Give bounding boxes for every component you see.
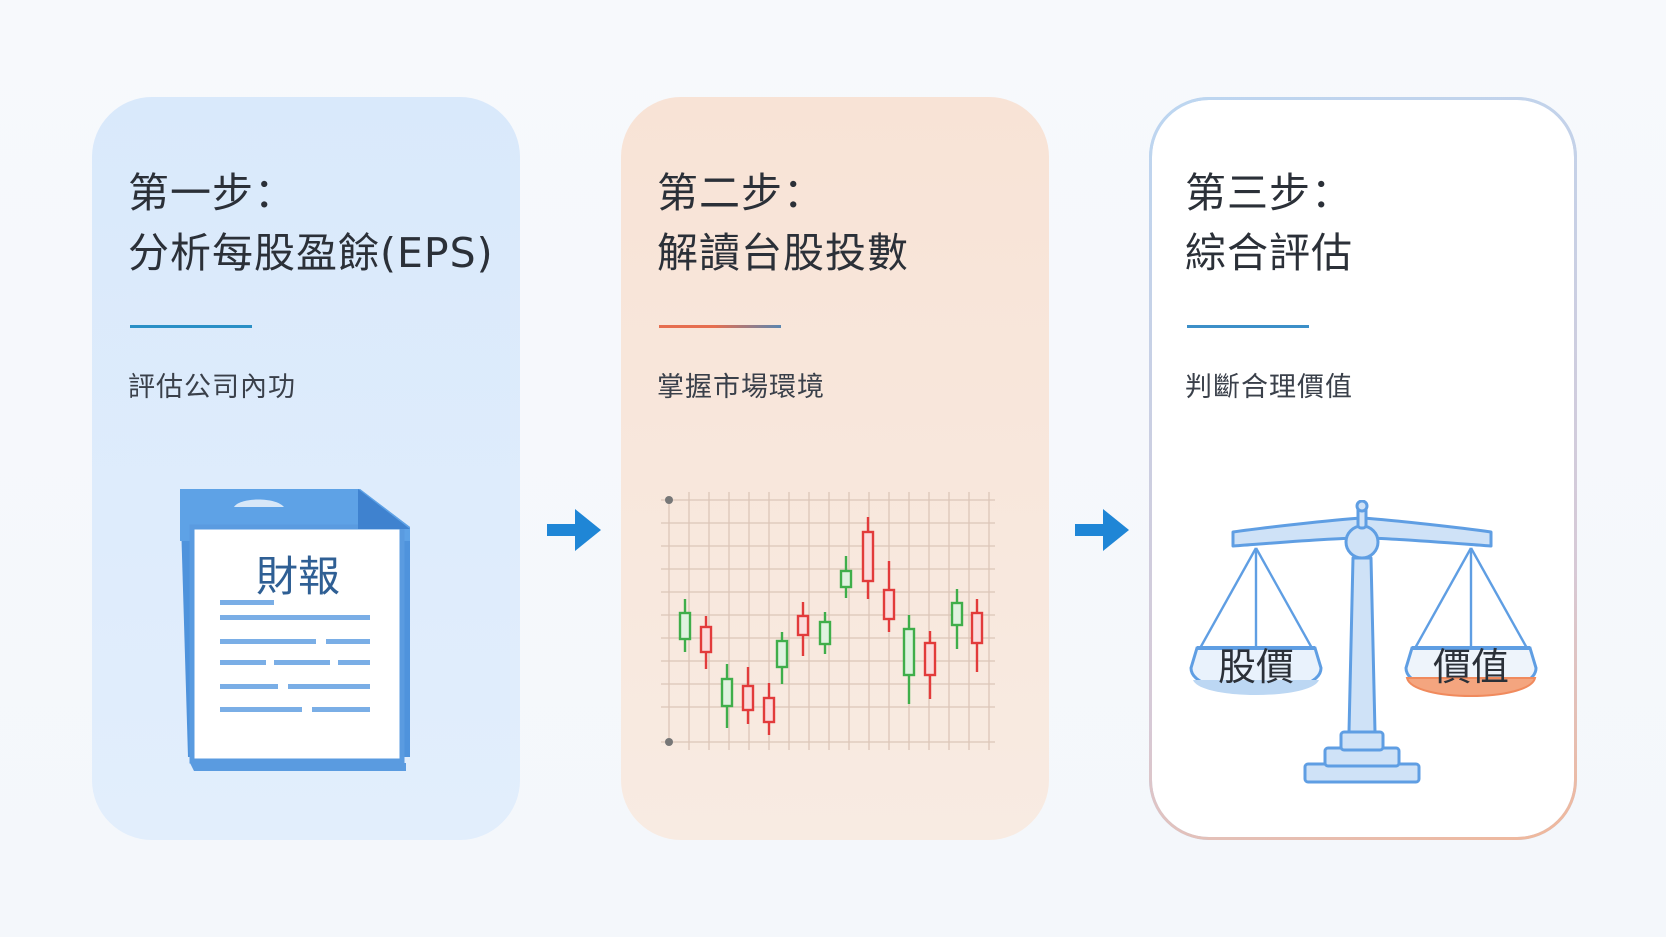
step-title: 第一步： 分析每股盈餘(EPS) — [128, 169, 494, 277]
step-title: 第三步： 綜合評估 — [1185, 169, 1353, 277]
document-label: 財報 — [256, 552, 340, 601]
balance-scale-icon: 股價 價值 — [1189, 500, 1538, 784]
document-icon: 財報 — [180, 489, 410, 771]
step-card-1: 第一步： 分析每股盈餘(EPS) 評估公司內功 財報 — [92, 97, 520, 840]
left-pan — [1189, 646, 1323, 695]
step-card-3: 第三步： 綜合評估 判斷合理價值 — [1149, 97, 1577, 840]
step-subtitle: 評估公司內功 — [128, 372, 296, 403]
step-title: 第二步： 解讀台股投數 — [657, 169, 909, 277]
arrow-right-icon — [1075, 509, 1129, 551]
left-pan-label: 股價 — [1218, 645, 1294, 689]
candlestick-chart-icon — [661, 492, 995, 750]
right-pan — [1404, 646, 1538, 697]
step-subtitle: 判斷合理價值 — [1185, 372, 1353, 403]
step-card-2: 第二步： 解讀台股投數 掌握市場環境 — [621, 97, 1049, 840]
arrow-right-icon — [547, 509, 601, 551]
title-divider — [130, 325, 252, 328]
title-divider — [1187, 325, 1309, 328]
step-subtitle: 掌握市場環境 — [657, 372, 825, 403]
right-pan-label: 價值 — [1433, 645, 1509, 689]
title-divider — [659, 325, 781, 328]
